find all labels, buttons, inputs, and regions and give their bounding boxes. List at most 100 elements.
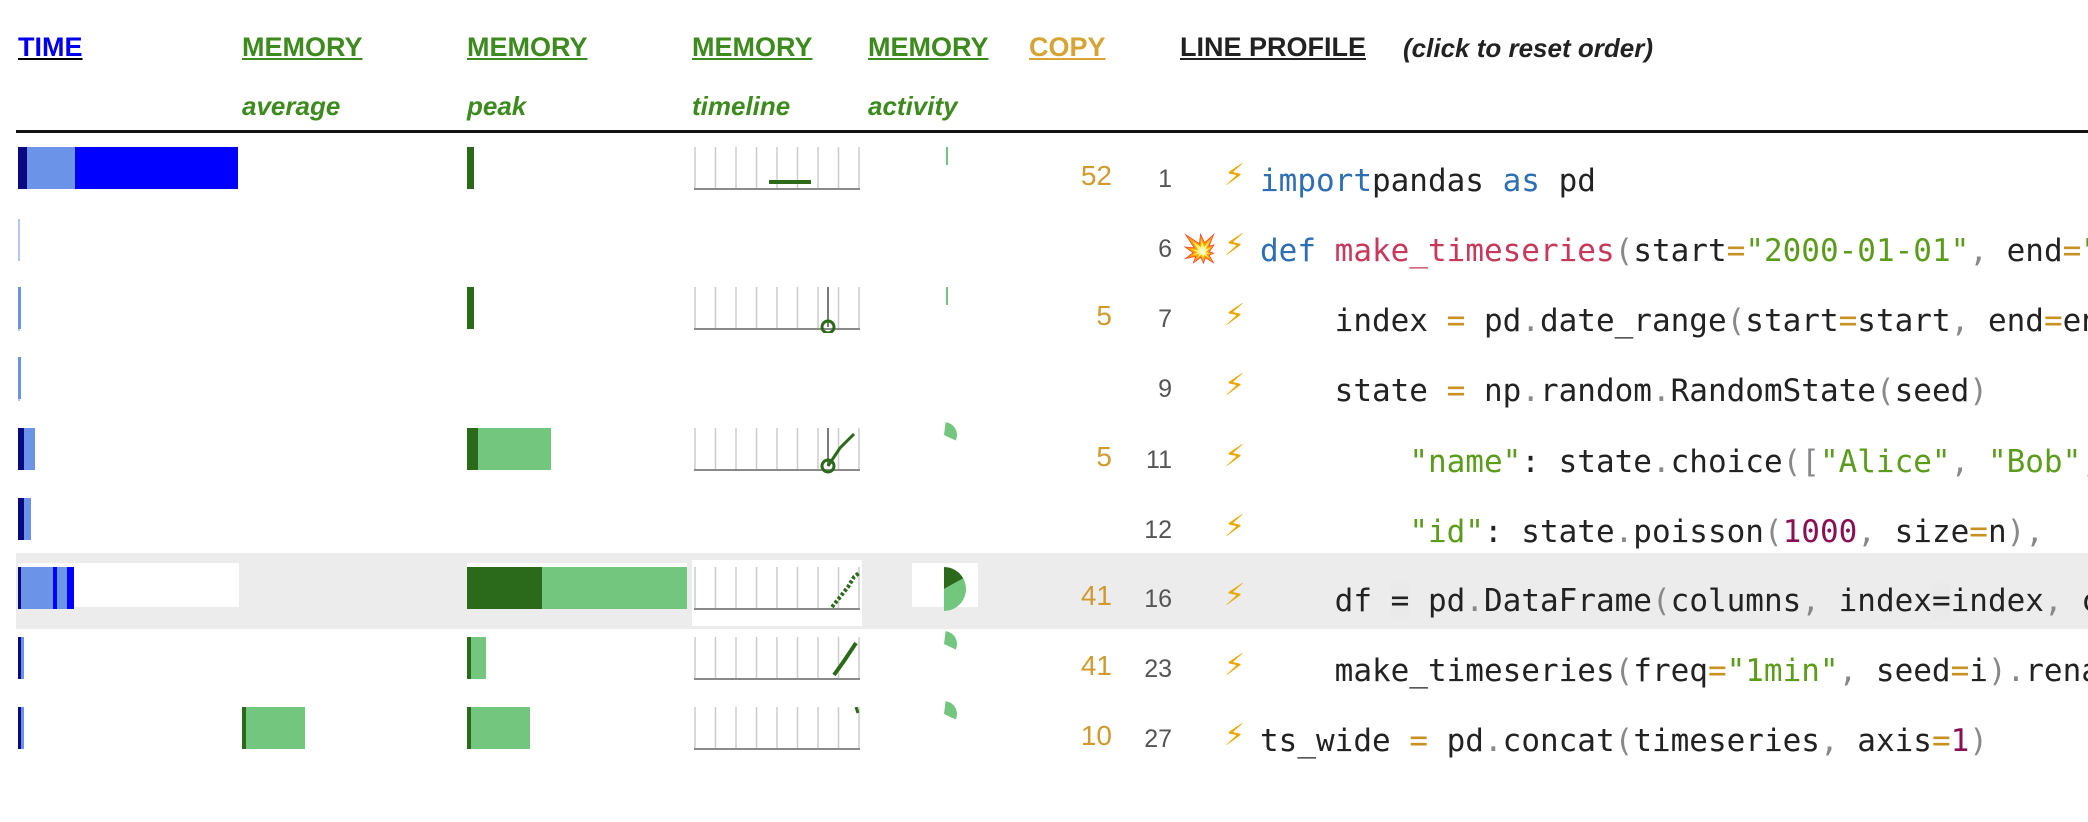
code-line: state = np.random.RandomState(seed)	[1260, 376, 1988, 407]
code-token: =	[1409, 723, 1428, 759]
lightning-icon[interactable]: ⚡	[1224, 440, 1246, 473]
code-token: .	[1651, 373, 1671, 409]
timeline-marker	[820, 319, 836, 333]
lightning-icon[interactable]: ⚡	[1224, 299, 1246, 332]
code-token: ,	[1819, 723, 1839, 759]
time-bar-light	[21, 707, 24, 749]
memory-peak-bar-dark	[467, 637, 471, 679]
code-token: ,	[1857, 514, 1876, 550]
lightning-icon[interactable]: ⚡	[1224, 229, 1246, 262]
memory-activity-pie	[944, 422, 970, 453]
code-token: (	[1614, 233, 1634, 269]
code-token: ,	[1950, 444, 1970, 480]
time-bar-navy	[18, 567, 21, 609]
lightning-icon[interactable]: ⚡	[1224, 719, 1246, 752]
code-token: seed	[1857, 653, 1951, 689]
code-token: rena	[2025, 653, 2088, 689]
memory-timeline-sparkline	[694, 287, 860, 333]
memory-peak-bar-dark	[467, 428, 478, 470]
header-memory-average-label: MEMORY	[242, 32, 363, 62]
code-token: =	[1707, 653, 1727, 689]
code-token: en	[2062, 303, 2088, 339]
header-memory-activity-link[interactable]: MEMORY	[868, 34, 989, 61]
time-bar-navy	[18, 637, 21, 679]
memory-activity-slice-light	[944, 578, 966, 611]
code-token: end	[1969, 303, 2044, 339]
code-line: df = pd.DataFrame(columns, index=index, …	[1260, 583, 2088, 619]
code-line: importpandas as pd	[1260, 166, 1596, 197]
memory-activity-tick	[946, 287, 948, 305]
header-memory-peak-sub: peak	[467, 91, 527, 121]
code-token: )	[1969, 723, 1988, 759]
code-token: ts_wide	[1260, 723, 1410, 759]
code-line: "id": state.poisson(1000, size=n),	[1260, 517, 2044, 548]
header-memory-average-link[interactable]: MEMORY	[242, 34, 363, 61]
time-bar-navy	[18, 147, 27, 189]
code-token: : state	[1521, 444, 1652, 480]
memory-activity-pie	[944, 631, 970, 662]
lightning-icon[interactable]: ⚡	[1224, 510, 1246, 543]
timeline-trace	[854, 707, 860, 714]
code-token: "2000-01-01"	[1745, 233, 1970, 269]
header-line-profile-link[interactable]: LINE PROFILE	[1180, 34, 1366, 61]
code-token: ,	[2081, 444, 2088, 480]
copy-value: 5	[1096, 300, 1112, 331]
memory-activity-tick	[946, 147, 948, 165]
memory-peak-bar-light	[542, 567, 687, 609]
time-bar-dark	[75, 147, 238, 189]
code-token: size	[1875, 514, 1970, 550]
code-token: =	[2043, 303, 2063, 339]
copy-value: 10	[1080, 720, 1112, 751]
code-token: make_timeseries	[1334, 233, 1615, 269]
code-token: =	[1969, 514, 1988, 550]
header-line-profile-label: LINE PROFILE	[1180, 32, 1367, 62]
line-number: 23	[1144, 655, 1172, 683]
header-divider	[16, 130, 2088, 133]
memory-peak-bar-light	[478, 428, 551, 470]
time-bar-faint	[18, 219, 20, 261]
header-memory-peak-link[interactable]: MEMORY	[467, 34, 588, 61]
copy-value: 41	[1080, 650, 1112, 681]
memory-timeline-sparkline	[694, 428, 860, 474]
code-token: def	[1260, 233, 1316, 269]
code-token: .	[1483, 723, 1503, 759]
code-token: timeseries	[1633, 723, 1820, 759]
lightning-icon[interactable]: ⚡	[1224, 579, 1246, 612]
header-memory-timeline-link[interactable]: MEMORY	[692, 34, 813, 61]
copy-value: 41	[1080, 580, 1112, 611]
memory-timeline-sparkline	[694, 637, 860, 681]
code-token: (	[1651, 583, 1671, 619]
code-token: (	[1875, 373, 1895, 409]
header-time-link[interactable]: TIME	[18, 34, 83, 61]
memory-activity-pie	[944, 567, 988, 616]
code-token: ([	[1782, 444, 1820, 480]
code-token: ).	[1987, 653, 2026, 689]
code-token: choice	[1670, 444, 1783, 480]
code-token: date_range	[1539, 303, 1727, 339]
lightning-icon[interactable]: ⚡	[1224, 369, 1246, 402]
code-token: state	[1260, 373, 1447, 409]
lightning-icon[interactable]: ⚡	[1224, 159, 1246, 192]
time-bar-light	[24, 428, 35, 470]
time-bar-navy	[18, 428, 24, 470]
code-token: .	[1465, 583, 1484, 619]
code-token: concat	[1502, 723, 1615, 759]
code-token: (	[1726, 303, 1746, 339]
code-token: poisson	[1633, 514, 1764, 550]
lightning-icon[interactable]: ⚡	[1224, 649, 1246, 682]
timeline-marker	[820, 458, 836, 474]
memory-activity-slice-light	[944, 631, 957, 650]
code-token: =	[1726, 233, 1746, 269]
code-token: =	[1446, 373, 1466, 409]
code-token: "1min"	[1726, 653, 1839, 689]
code-token: =	[1931, 723, 1951, 759]
code-token: as	[1502, 163, 1540, 199]
memory-peak-bar-dark	[467, 707, 471, 749]
code-token: (	[1614, 723, 1634, 759]
time-bar-light	[18, 357, 21, 399]
header-time-label: TIME	[18, 32, 83, 62]
header-copy-link[interactable]: COPY	[1029, 34, 1106, 61]
code-token	[1260, 514, 1409, 550]
line-number: 9	[1158, 375, 1172, 403]
code-token: RandomState	[1670, 373, 1876, 409]
